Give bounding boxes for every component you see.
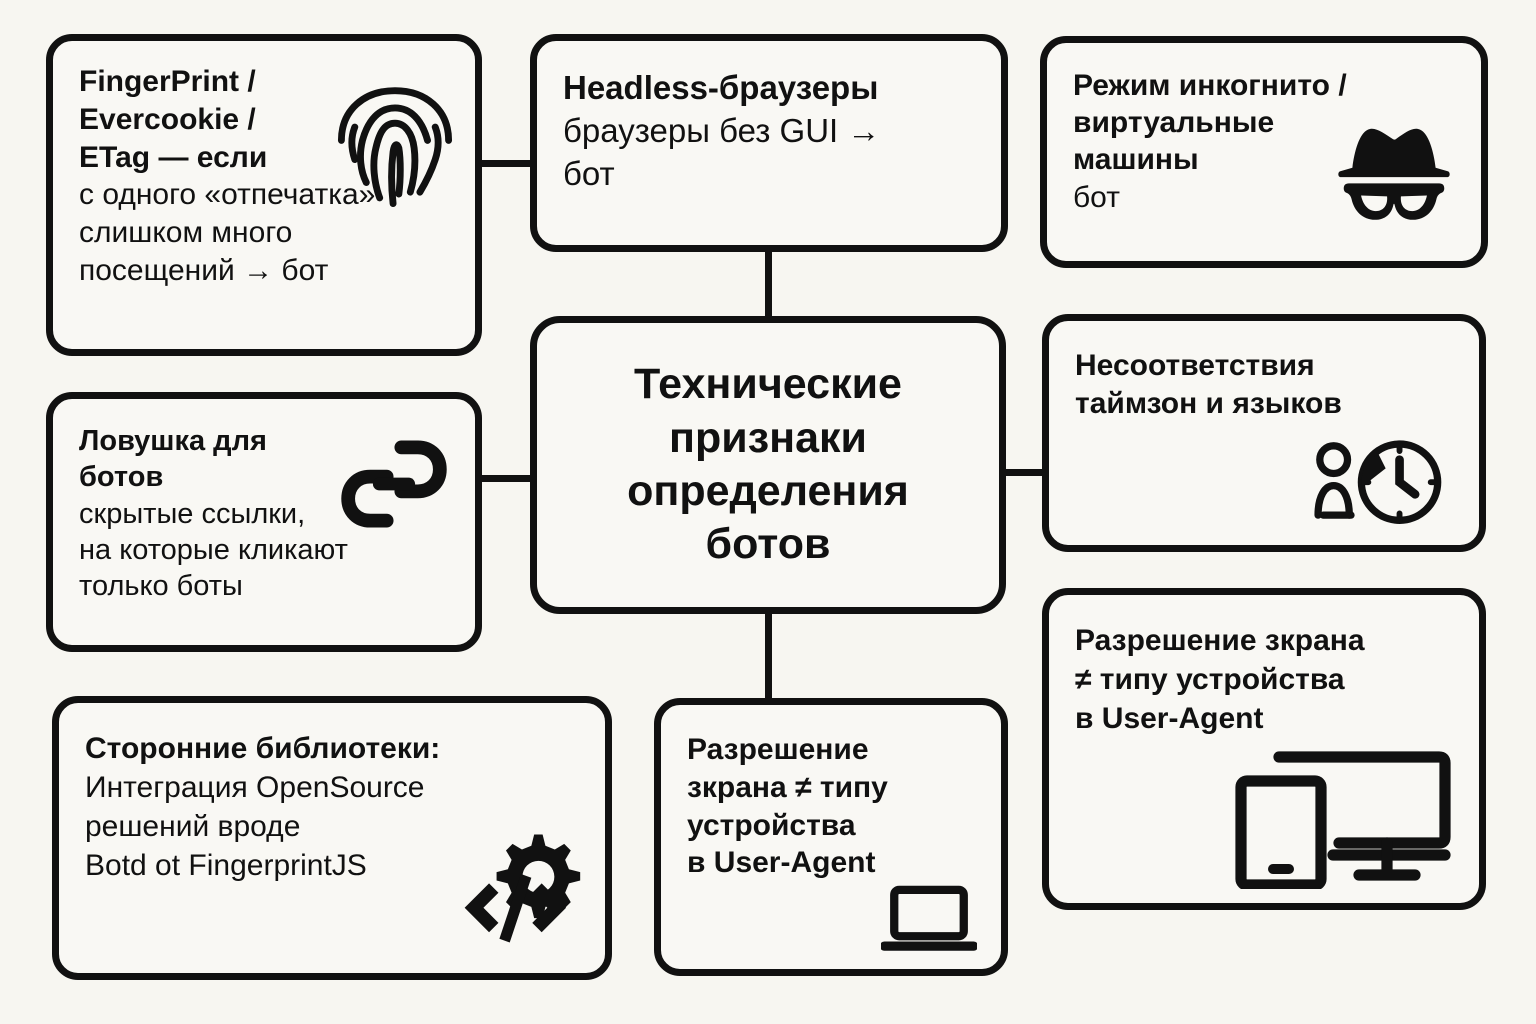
connector-fingerprint-to-headless [478, 160, 534, 167]
fingerprint-heading-1: FingerPrint / [79, 65, 256, 98]
person-clock-icon [1309, 425, 1445, 529]
resolution-right-node[interactable]: Разрешение зкрана ≠ типу устройства в Us… [1042, 588, 1486, 910]
timezone-node-text: Несоответствия таймзон и языков [1049, 321, 1479, 433]
fingerprint-body-3: посещений → бот [79, 253, 329, 287]
resolution-right-node-text: Разрешение зкрана ≠ типу устройства в Us… [1049, 595, 1479, 748]
connector-center-to-resolution-center [765, 610, 772, 702]
resolution-center-line-3: устройства [687, 808, 856, 842]
resolution-center-line-2: зкрана ≠ типу [687, 770, 888, 804]
timezone-heading-1: Несоответствия [1075, 349, 1315, 382]
connector-headless-to-center [765, 248, 772, 320]
resolution-center-line-4: в User-Agent [687, 846, 876, 880]
resolution-right-line-1: Разрешение зкрана [1075, 624, 1365, 657]
connector-center-to-timezone [1002, 469, 1046, 476]
devices-icon [1223, 731, 1453, 889]
libraries-body-3: Botd ot FingerprintJS [85, 849, 367, 882]
fingerprint-node-text: FingerPrint / Evercookie / ETag — если с… [53, 41, 475, 300]
incognito-node[interactable]: Режим инкогнито / виртуальные машины бот [1040, 36, 1488, 268]
center-node-text: Технические признаки определения ботов [537, 323, 999, 607]
honeypot-heading-2: ботов [79, 461, 164, 494]
honeypot-body-3: только боты [79, 570, 243, 602]
fingerprint-heading-3: ETag — если [79, 140, 268, 174]
honeypot-body-2: на которые кликают [79, 533, 348, 566]
fingerprint-heading-2: Evercookie / [79, 102, 256, 136]
libraries-node[interactable]: Сторонние библиотеки: Интеграция OpenSou… [52, 696, 612, 980]
libraries-heading: Сторонние библиотеки: [85, 732, 441, 765]
resolution-right-line-2: ≠ типу устройства [1075, 663, 1345, 696]
honeypot-node[interactable]: Ловушка для ботов скрытые ссылки, на кот… [46, 392, 482, 652]
libraries-node-text: Сторонние библиотеки: Интеграция OpenSou… [59, 703, 605, 895]
fingerprint-body-2: слишком много [79, 216, 293, 250]
center-line-4: ботов [705, 520, 831, 569]
incognito-heading-1: Режим инкогнито / [1073, 69, 1347, 102]
fingerprint-node[interactable]: FingerPrint / Evercookie / ETag — если с… [46, 34, 482, 356]
resolution-right-line-3: в User-Agent [1075, 702, 1264, 735]
center-line-3: определения [627, 467, 909, 515]
laptop-icon [881, 883, 977, 953]
incognito-node-text: Режим инкогнито / виртуальные машины бот [1047, 43, 1481, 226]
timezone-node[interactable]: Несоответствия таймзон и языков [1042, 314, 1486, 552]
honeypot-node-text: Ловушка для ботов скрытые ссылки, на кот… [53, 399, 475, 614]
honeypot-body-1: скрытые ссылки, [79, 497, 306, 530]
fingerprint-body-1: с одного «отпечатка» [79, 178, 376, 212]
libraries-body-1: Интеграция OpenSource [85, 771, 425, 804]
incognito-heading-2: виртуальные [1073, 106, 1275, 140]
honeypot-heading-1: Ловушка для [79, 425, 267, 457]
headless-body-1: браузеры без GUI → [563, 111, 881, 149]
resolution-center-line-1: Разрешение [687, 733, 869, 766]
libraries-body-2: решений вроде [85, 810, 301, 843]
incognito-heading-3: машины [1073, 143, 1199, 177]
headless-body-2: бот [563, 154, 615, 192]
center-node[interactable]: Технические признаки определения ботов [530, 316, 1006, 614]
center-line-2: признаки [669, 413, 867, 462]
headless-node[interactable]: Headless-браузеры браузеры без GUI → бот [530, 34, 1008, 252]
resolution-center-node-text: Разрешение зкрана ≠ типу устройства в Us… [661, 705, 1001, 892]
headless-heading: Headless-браузеры [563, 69, 879, 106]
resolution-center-node[interactable]: Разрешение зкрана ≠ типу устройства в Us… [654, 698, 1008, 976]
incognito-body-1: бот [1073, 180, 1120, 214]
headless-node-text: Headless-браузеры браузеры без GUI → бот [537, 41, 1001, 206]
center-line-1: Технические [634, 360, 902, 409]
connector-honeypot-to-center [478, 475, 534, 482]
timezone-heading-2: таймзон и языков [1075, 386, 1342, 420]
